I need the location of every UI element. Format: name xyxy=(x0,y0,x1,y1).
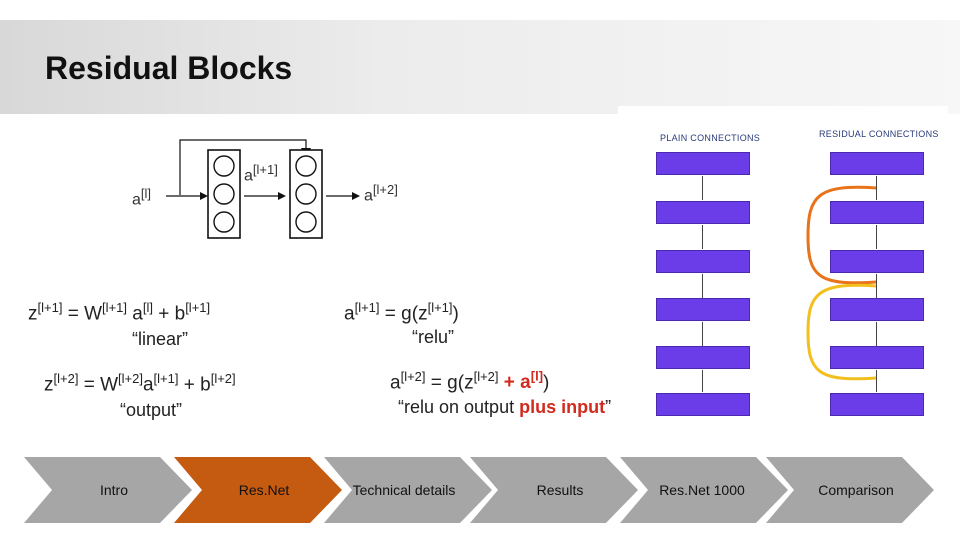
plain-block xyxy=(656,346,750,369)
title-bar xyxy=(0,20,960,114)
plain-arrow xyxy=(702,370,703,392)
nav-item-intro[interactable]: Intro xyxy=(24,457,194,523)
residual-block xyxy=(830,152,924,175)
plain-arrow xyxy=(702,225,703,249)
page-title: Residual Blocks xyxy=(45,50,293,86)
relu-equation: a[l+1] = g(z[l+1]) xyxy=(344,300,459,325)
output-caption: “output” xyxy=(120,400,183,420)
residual-arrow xyxy=(876,274,877,298)
nav-item-comparison[interactable]: Comparison xyxy=(766,457,936,523)
residual-equation: a[l+2] = g(z[l+2] + a[l]) xyxy=(390,369,550,394)
input-activation-label: a[l] xyxy=(132,186,152,209)
plain-block xyxy=(656,393,750,416)
residual-block xyxy=(830,201,924,224)
connections-diagram: PLAIN CONNECTIONS RESIDUAL CONNECTIONS xyxy=(618,106,948,424)
skip-connection-orange xyxy=(806,185,877,285)
linear-equation: z[l+1] = W[l+1] a[l] + b[l+1] xyxy=(28,300,211,325)
skip-connection-arrows xyxy=(806,185,877,381)
relu-caption: “relu” xyxy=(412,327,455,347)
residual-block xyxy=(830,250,924,273)
residual-arrow xyxy=(876,370,877,392)
nav-item-resnet[interactable]: Res.Net xyxy=(174,457,344,523)
plain-arrow xyxy=(702,322,703,346)
nav-item-results[interactable]: Results xyxy=(470,457,640,523)
residual-arrow xyxy=(876,322,877,346)
mid-activation-label: a[l+1] xyxy=(244,162,278,185)
residual-block xyxy=(830,393,924,416)
plain-block xyxy=(656,152,750,175)
residual-block xyxy=(830,346,924,369)
linear-caption: “linear” xyxy=(132,329,189,349)
plain-connections-title: PLAIN CONNECTIONS xyxy=(660,133,761,143)
plain-arrow xyxy=(702,274,703,298)
plain-block xyxy=(656,250,750,273)
plain-block xyxy=(656,201,750,224)
residual-block xyxy=(830,298,924,321)
nav-item-resnet-1000[interactable]: Res.Net 1000 xyxy=(620,457,790,523)
residual-caption: “relu on output plus input” xyxy=(398,397,612,417)
residual-connections-title: RESIDUAL CONNECTIONS xyxy=(819,129,939,139)
output-activation-label: a[l+2] xyxy=(364,182,398,205)
output-equation: z[l+2] = W[l+2]a[l+1] + b[l+2] xyxy=(44,371,236,396)
nav-item-technical-details[interactable]: Technical details xyxy=(324,457,494,523)
residual-arrow xyxy=(876,176,877,200)
skip-connection-yellow xyxy=(806,283,877,381)
network-diagram xyxy=(166,139,360,239)
residual-arrow xyxy=(876,225,877,249)
plain-arrow xyxy=(702,176,703,200)
plain-block xyxy=(656,298,750,321)
